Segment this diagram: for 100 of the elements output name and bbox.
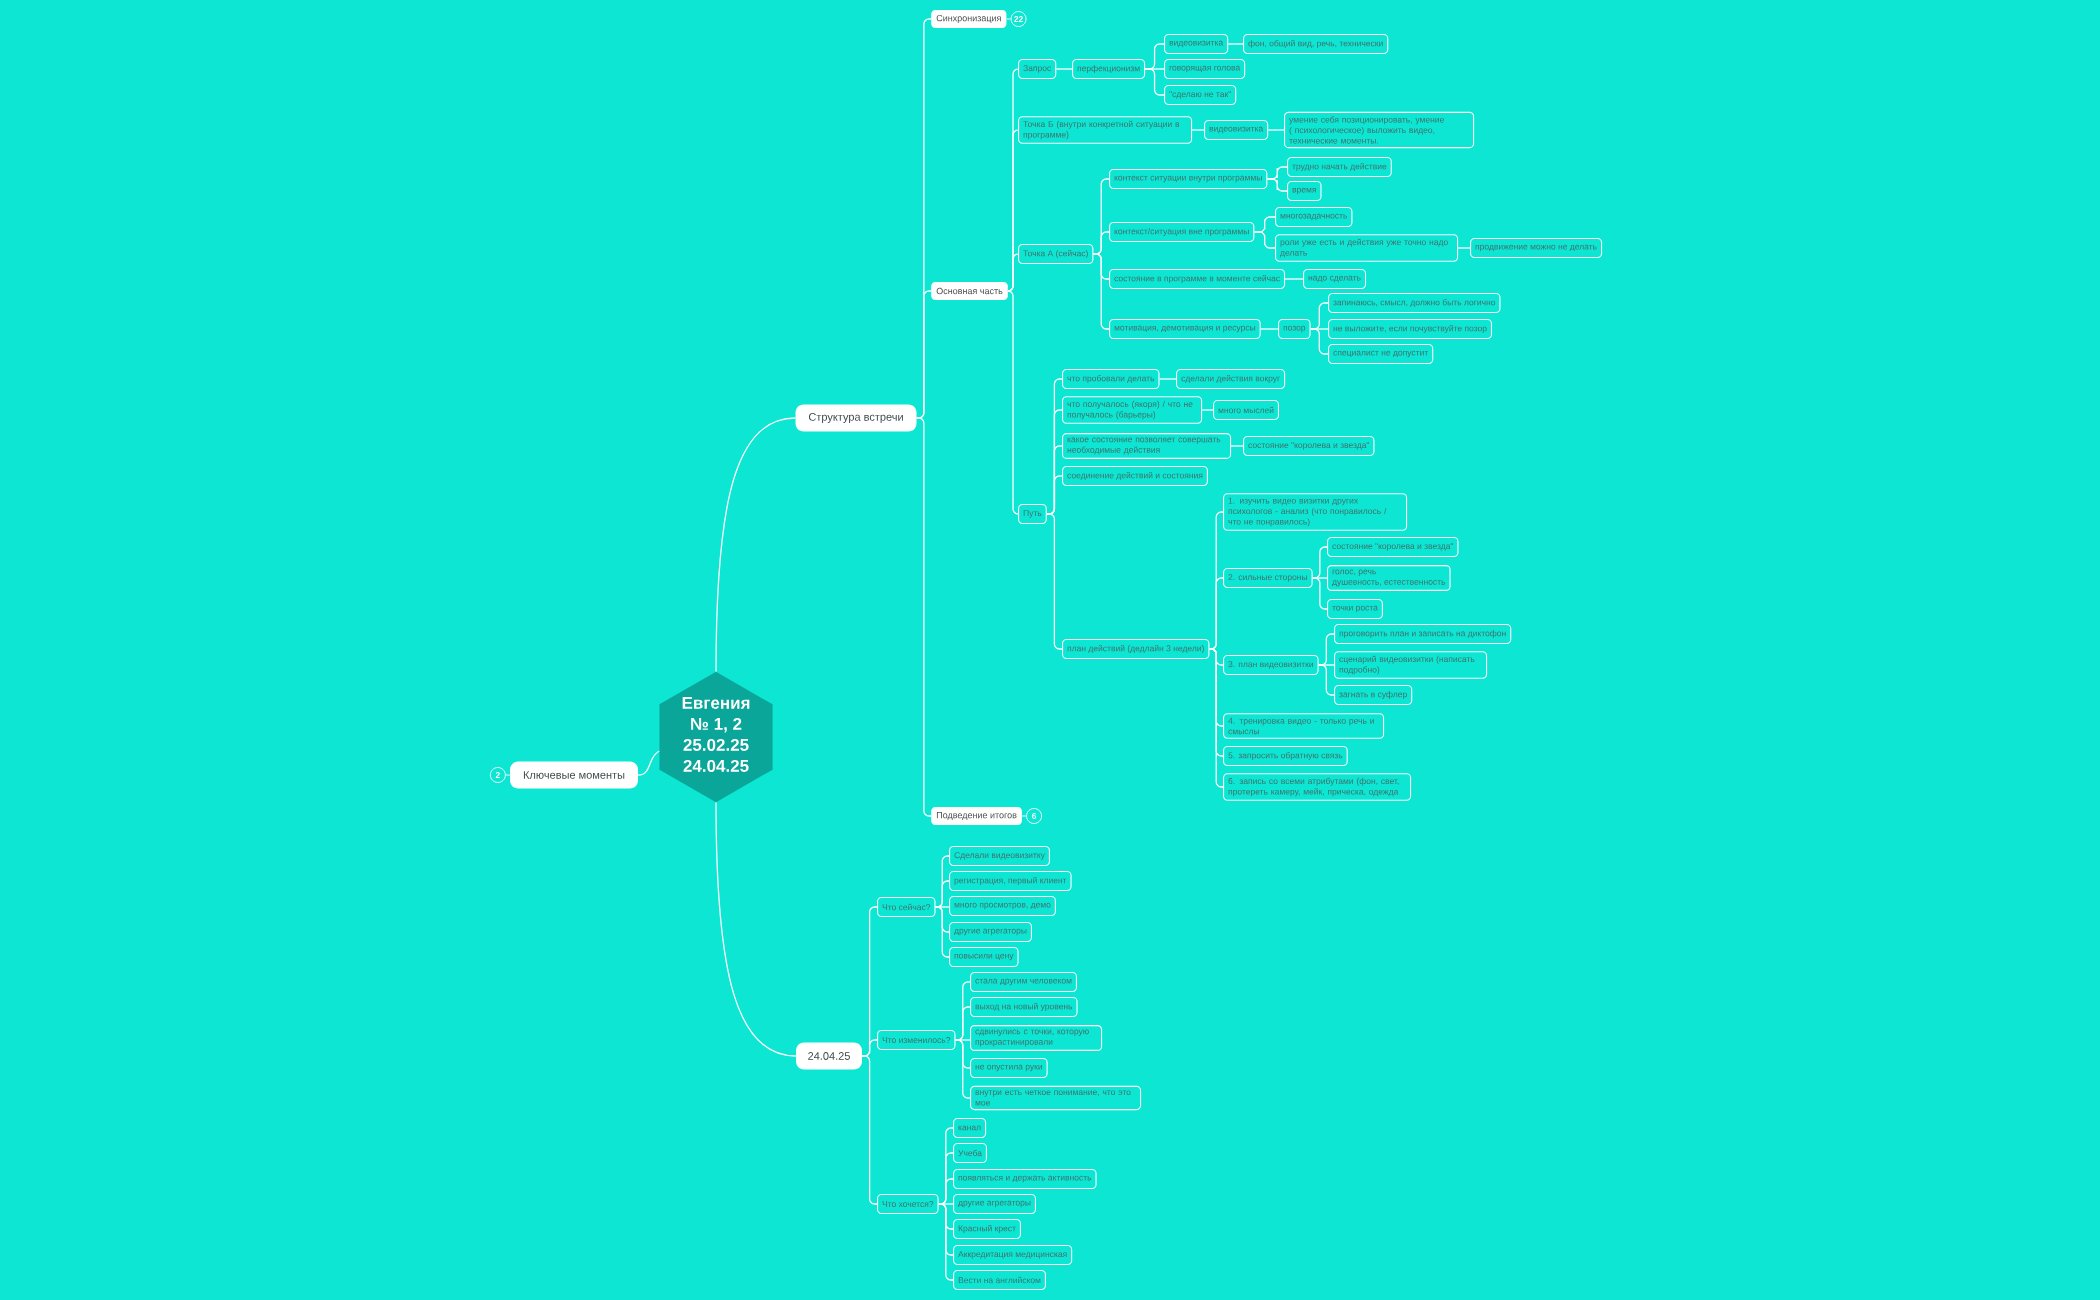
subtopic-box: контекст/ситуация вне программы bbox=[1109, 221, 1255, 243]
subtopic-box: Красный крест bbox=[953, 1218, 1021, 1240]
subtopic-box: трудно начать действие bbox=[1287, 156, 1392, 178]
connector-line bbox=[1007, 290, 1019, 515]
connector-line bbox=[916, 417, 932, 817]
subtopic-box: точки роста bbox=[1327, 598, 1383, 620]
subtopic-box: соединение действий и состояния bbox=[1062, 465, 1208, 487]
subtopic-box: видеовизитка bbox=[1164, 33, 1229, 55]
subtopic-box: мотивация, демотивация и ресурсы bbox=[1109, 318, 1261, 340]
subtopic-box: какое состояние позволяет совершать необходимые действия bbox=[1062, 433, 1232, 459]
subtopic-box: 2. сильные стороны bbox=[1223, 567, 1313, 589]
connector-line bbox=[1260, 328, 1279, 330]
subtopic-box: появляться и держать активность bbox=[953, 1168, 1097, 1190]
subtopic-box: Аккредитация медицинская bbox=[953, 1244, 1073, 1266]
connector-line bbox=[1055, 68, 1073, 70]
topic-box: Синхронизация bbox=[931, 10, 1007, 28]
connector-line bbox=[1208, 648, 1224, 788]
connector-line bbox=[1144, 68, 1165, 96]
subtopic-box: Учеба bbox=[953, 1142, 987, 1164]
subtopic-box: Сделали видеовизитку bbox=[949, 845, 1050, 867]
subtopic-box: контекст ситуации внутри программы bbox=[1109, 168, 1268, 190]
topic-box: 24.04.25 bbox=[796, 1042, 862, 1070]
subtopic-box: 3. план видеовизитки bbox=[1223, 654, 1319, 676]
topic-box: Основная часть bbox=[931, 282, 1008, 300]
subtopic-box: регистрация, первый клиент bbox=[949, 870, 1072, 892]
subtopic-box: специалист не допустит bbox=[1328, 343, 1434, 365]
subtopic-box: фон, общий вид, речь, технически bbox=[1243, 33, 1389, 55]
subtopic-box: 5. запросить обратную связь bbox=[1223, 745, 1348, 767]
subtopic-box: Что хочется? bbox=[877, 1193, 939, 1215]
subtopic-box: запинаюсь, смысл, должно быть логично bbox=[1328, 292, 1501, 314]
topic-box: Структура встречи bbox=[795, 404, 917, 432]
connector-line bbox=[1457, 247, 1471, 249]
subtopic-box: другие агрегаторы bbox=[953, 1193, 1036, 1215]
subtopic-box: Что сейчас? bbox=[877, 896, 936, 918]
subtopic-box: загнать в суфлер bbox=[1334, 684, 1413, 706]
subtopic-box: надо сделать bbox=[1303, 268, 1367, 290]
connector-line bbox=[715, 417, 796, 673]
subtopic-box: 4. тренировка видео - только речь и смыслы bbox=[1223, 713, 1385, 739]
connector-line bbox=[1284, 278, 1304, 280]
connector-line bbox=[1046, 513, 1063, 650]
subtopic-box: Путь bbox=[1018, 503, 1047, 525]
subtopic-box: Вести на английском bbox=[953, 1269, 1046, 1291]
connector-line bbox=[954, 1039, 971, 1099]
connector-line bbox=[1253, 231, 1276, 249]
connector-line bbox=[1191, 129, 1205, 131]
topic-box: Ключевые моменты bbox=[510, 761, 638, 789]
connector-line bbox=[1158, 378, 1177, 380]
subtopic-box: 1. изучить видео визитки других психологов - анализ (что понравилось / что не понравилось) bbox=[1223, 493, 1408, 531]
subtopic-box: Точка Б (внутри конкретной ситуации в программе) bbox=[1018, 116, 1193, 144]
subtopic-box: план действий (дедлайн 3 недели) bbox=[1062, 638, 1210, 660]
connector-line bbox=[715, 801, 797, 1057]
subtopic-box: состояние "королева и звезда" bbox=[1327, 536, 1459, 558]
connector-line bbox=[1318, 664, 1335, 696]
subtopic-box: повысили цену bbox=[949, 946, 1019, 968]
subtopic-box: внутри есть четкое понимание, что это мое bbox=[970, 1085, 1142, 1111]
connector-line bbox=[1227, 43, 1244, 45]
subtopic-box: канал bbox=[953, 1117, 987, 1139]
subtopic-box: время bbox=[1287, 180, 1322, 202]
subtopic-box: сценарий видеовизитки (написать подробно) bbox=[1334, 651, 1488, 679]
subtopic-box: стала другим человеком bbox=[970, 971, 1077, 993]
subtopic-box: "сделаю не так" bbox=[1164, 84, 1237, 106]
connector-line bbox=[1230, 445, 1244, 447]
subtopic-box: роли уже есть и действия уже точно надо делать bbox=[1275, 234, 1459, 262]
connector-line bbox=[1267, 129, 1285, 131]
topic-box: Подведение итогов bbox=[931, 807, 1022, 825]
connector-line bbox=[1266, 178, 1288, 192]
subtopic-box: перфекционизм bbox=[1072, 58, 1146, 80]
subtopic-box: что пробовали делать bbox=[1062, 368, 1160, 390]
subtopic-box: Точка А (сейчас) bbox=[1018, 243, 1094, 265]
subtopic-box: продвижение можно не делать bbox=[1470, 237, 1603, 259]
subtopic-box: много мыслей bbox=[1213, 399, 1279, 421]
connector-line bbox=[1312, 577, 1328, 610]
subtopic-box: видеовизитка bbox=[1204, 119, 1269, 141]
count-badge: 2 bbox=[489, 767, 511, 783]
subtopic-box: что получалось (якоря) / что не получалось (барьеры) bbox=[1062, 396, 1203, 424]
subtopic-box: сделали действия вокруг bbox=[1176, 368, 1286, 390]
connector-line bbox=[934, 906, 950, 958]
subtopic-box: выход на новый уровень bbox=[970, 996, 1078, 1018]
connector-line bbox=[861, 1055, 878, 1205]
subtopic-box: Что изменилось? bbox=[877, 1029, 956, 1051]
subtopic-box: сдвинулись с точки, которую прокрастинировали bbox=[970, 1025, 1103, 1051]
subtopic-box: умение себя позиционировать, умение ( психологическое) выложить видео, технические моменты. bbox=[1284, 111, 1475, 149]
connector-line bbox=[1201, 409, 1214, 411]
connector-line bbox=[1309, 328, 1329, 355]
subtopic-box: голос, речь душевность, естественность bbox=[1327, 565, 1451, 591]
connector-line bbox=[1092, 253, 1110, 330]
subtopic-box: Запрос bbox=[1018, 58, 1057, 80]
connector-line bbox=[1007, 253, 1019, 292]
subtopic-box: состояние в программе в моменте сейчас bbox=[1109, 268, 1286, 290]
subtopic-box: другие агрегаторы bbox=[949, 921, 1032, 943]
subtopic-box: не опустила руки bbox=[970, 1057, 1048, 1079]
subtopic-box: говорящая голова bbox=[1164, 58, 1246, 80]
count-badge: 22 bbox=[1006, 11, 1027, 27]
connector-line bbox=[937, 1203, 954, 1281]
connector-line bbox=[637, 750, 660, 776]
subtopic-box: состояние "королева и звезда" bbox=[1243, 435, 1375, 457]
count-badge: 6 bbox=[1021, 808, 1042, 824]
subtopic-box: проговорить план и записать на диктофон bbox=[1334, 623, 1512, 645]
hexagon-node: Евгения № 1, 2 25.02.25 24.04.25 bbox=[659, 671, 773, 803]
subtopic-box: не выложите, если почувствуйте позор bbox=[1328, 318, 1493, 340]
